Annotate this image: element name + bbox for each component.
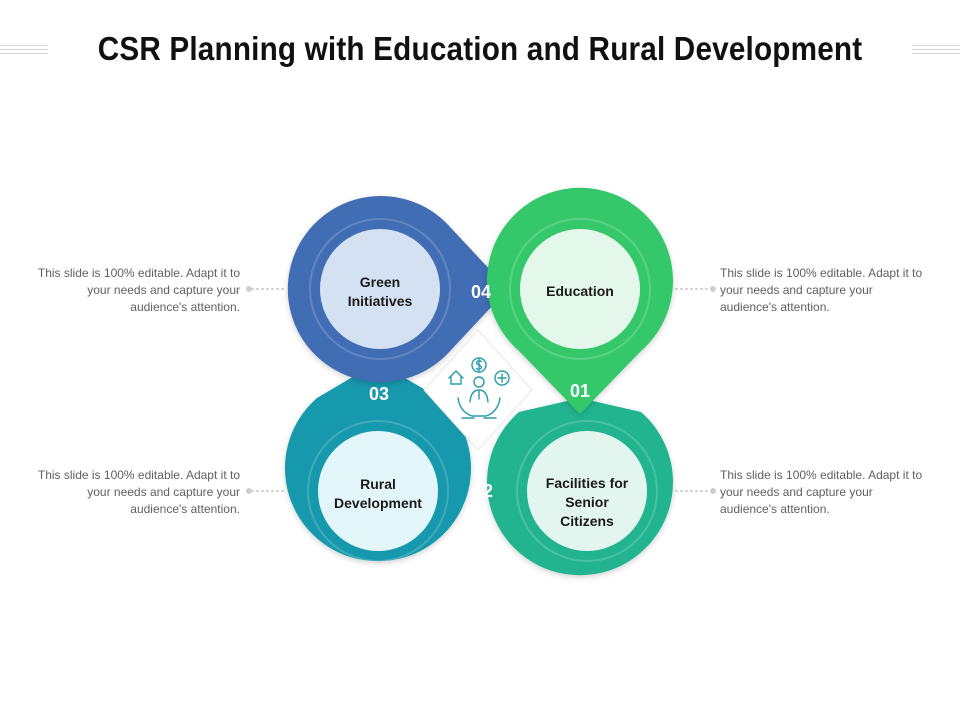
title-decoration-right <box>912 45 960 59</box>
svg-text:Education: Education <box>546 283 614 299</box>
svg-text:Senior: Senior <box>565 494 609 510</box>
inner-circles <box>307 218 658 562</box>
description-green-initiatives: This slide is 100% editable. Adapt it to… <box>37 266 240 314</box>
title-decoration-left <box>0 45 48 59</box>
circle-green-initiatives <box>320 229 440 349</box>
circle-rural-development <box>318 431 438 551</box>
number-03: 03 <box>369 384 389 404</box>
number-01: 01 <box>570 381 590 401</box>
hands-person-money-house-medical-icon <box>448 357 510 419</box>
svg-text:Facilities for: Facilities for <box>546 475 629 491</box>
svg-text:Rural: Rural <box>360 476 396 492</box>
label-rural-development: Rural Development <box>334 476 422 511</box>
description-rural-development: This slide is 100% editable. Adapt it to… <box>37 468 240 516</box>
svg-text:Green: Green <box>360 274 400 290</box>
connector-lines <box>251 288 711 492</box>
label-facilities: Facilities for Senior Citizens <box>546 475 629 529</box>
page-title: CSR Planning with Education and Rural De… <box>97 30 863 67</box>
circle-education <box>520 229 640 349</box>
svg-text:Citizens: Citizens <box>560 513 614 529</box>
number-04: 04 <box>471 282 491 302</box>
label-green-initiatives: Green Initiatives <box>348 274 413 309</box>
description-facilities: This slide is 100% editable. Adapt it to… <box>720 468 923 516</box>
svg-text:Development: Development <box>334 495 422 511</box>
svg-text:Initiatives: Initiatives <box>348 293 413 309</box>
circle-facilities <box>527 431 647 551</box>
label-education: Education <box>546 283 614 299</box>
description-education: This slide is 100% editable. Adapt it to… <box>720 266 923 314</box>
number-02: 02 <box>473 481 493 501</box>
